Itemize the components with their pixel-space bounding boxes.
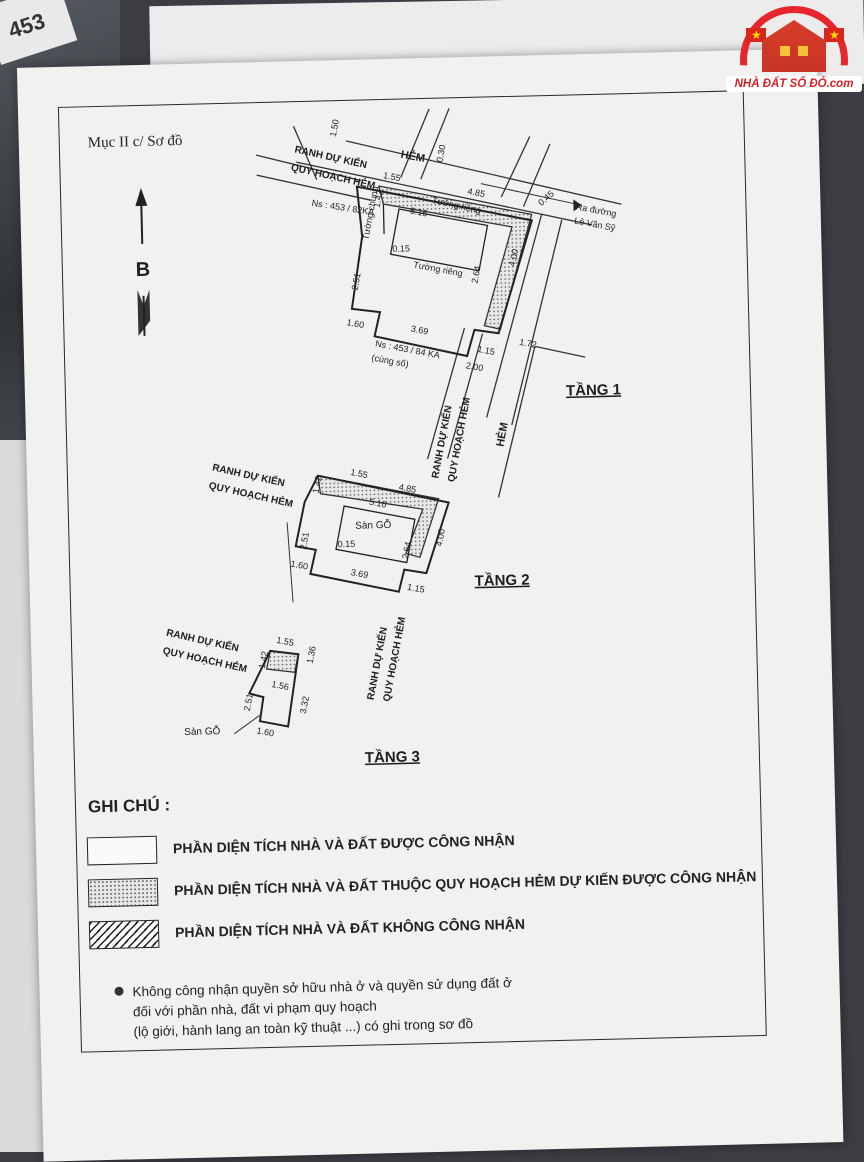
document-page: Mục II c/ Sơ đồ B — [16, 48, 844, 1162]
floor1-dim-top-left: 1.55 — [382, 170, 401, 183]
floor2-dim-bottom-step: 1.15 — [406, 582, 425, 595]
legend-swatch-plain — [86, 835, 158, 866]
floor1-dim-below: 2.00 — [465, 360, 484, 373]
site-plan-drawing: B — [135, 108, 622, 767]
floor1-dim-inner-top: 5.16 — [409, 206, 428, 219]
flag-icon: ★ — [824, 28, 844, 42]
floor1-dim-inner-right: 2.64 — [469, 265, 482, 284]
watermark-logo: ★ ★ NHÀ ĐẤT SỔ ĐỎ.com — [726, 2, 862, 98]
floor1-dim-bottom-mid: 3.69 — [410, 324, 429, 337]
floor2-dim-inner-right: 2.64 — [400, 541, 413, 560]
floor3-dim-top: 1.55 — [276, 635, 295, 648]
background-card-text: 453 — [5, 8, 49, 44]
floor1-dim-bottom-right: 1.72 — [518, 337, 537, 350]
floor3-floor-type: Sàn GỖ — [184, 724, 221, 738]
floor2-dim-left: 2.51 — [298, 531, 311, 550]
note-bullet-icon — [114, 986, 124, 996]
floor1-dim-bottom-left: 1.60 — [346, 317, 365, 330]
floor1-dim-corner: 0.45 — [536, 189, 556, 208]
floor3-label: TẦNG 3 — [365, 748, 420, 766]
floor1-dim-left-top: 1.42 — [372, 189, 385, 208]
floor3-plan — [233, 649, 300, 735]
window-icon — [798, 46, 808, 56]
floor1-dim-top-right: 4.85 — [467, 186, 486, 199]
floor1-road-exit-2: Lê Văn Sỹ — [574, 216, 617, 234]
flag-icon: ★ — [746, 28, 766, 42]
legend-item-not-recognized: PHẦN DIỆN TÍCH NHÀ VÀ ĐẤT KHÔNG CÔNG NHẬ… — [88, 916, 525, 951]
legend-title: GHI CHÚ : — [87, 795, 171, 817]
floor1-dim-left: 2.51 — [350, 272, 363, 291]
floor3-dim-inner: 1.56 — [271, 679, 290, 692]
floor3-dim-left: 2.51 — [242, 693, 255, 712]
floor2-dim-bottom-mid: 3.69 — [350, 567, 369, 580]
floor2-plan — [286, 474, 450, 603]
legend-item-planned: PHẦN DIỆN TÍCH NHÀ VÀ ĐẤT THUỘC QUY HOẠC… — [87, 868, 757, 909]
floor1-dim-right: 4.00 — [507, 248, 520, 267]
floor2-dim-left-top: 1.42 — [311, 475, 324, 494]
legend-note: Không công nhận quyền sở hữu nhà ở và qu… — [132, 969, 693, 1043]
floor1-dim-inner-offset: 0.15 — [392, 243, 410, 253]
floor2-floor-type: Sàn GỖ — [355, 518, 392, 532]
floor2-dim-bottom-left: 1.60 — [290, 559, 309, 572]
floor1-house-no-bottom-note: (cùng số) — [371, 353, 410, 370]
floor2-dim-inner-offset: 0.15 — [338, 539, 356, 549]
legend-label: PHẦN DIỆN TÍCH NHÀ VÀ ĐẤT KHÔNG CÔNG NHẬ… — [174, 915, 526, 941]
floor2-label: TẦNG 2 — [474, 572, 529, 590]
floor1-wall-private-inner: Tường riêng — [413, 259, 464, 278]
floor2-dim-top-right: 4.85 — [398, 482, 417, 495]
floor3-dim-right: 3.32 — [298, 695, 311, 714]
compass-label: B — [135, 259, 150, 281]
legend-swatch-hatched — [88, 919, 160, 950]
window-icon — [780, 46, 790, 56]
floor2-dim-top-left: 1.55 — [350, 467, 369, 480]
floor3-dim-right-top: 1.36 — [305, 645, 318, 664]
document-frame: Mục II c/ Sơ đồ B — [57, 90, 767, 1053]
floor2-dim-inner-top: 5.16 — [368, 497, 387, 510]
watermark-brand: NHÀ ĐẤT SỔ ĐỎ.com — [726, 76, 862, 92]
floor1-plan — [255, 108, 622, 498]
north-arrow-icon — [135, 187, 151, 337]
floor1-dim-bottom-step: 1.15 — [477, 344, 496, 357]
floor1-alley-top-label: HẺM — [400, 148, 426, 165]
floor3-dim-left-top: 1.42 — [257, 650, 270, 669]
floor3-dim-bottom: 1.60 — [256, 725, 275, 738]
legend-item-recognized: PHẦN DIỆN TÍCH NHÀ VÀ ĐẤT ĐƯỢC CÔNG NHẬN — [86, 832, 515, 867]
floor1-label: TẦNG 1 — [566, 381, 621, 399]
floor2-dim-right: 4.00 — [434, 528, 447, 547]
floor1-alley-right-label: HẺM — [494, 421, 511, 447]
floor1-dim-alley-width: 1.50 — [328, 118, 341, 137]
floor1-dim-top-mid: 0.30 — [435, 144, 448, 163]
legend-label: PHẦN DIỆN TÍCH NHÀ VÀ ĐẤT ĐƯỢC CÔNG NHẬN — [172, 832, 515, 857]
legend-label: PHẦN DIỆN TÍCH NHÀ VÀ ĐẤT THUỘC QUY HOẠC… — [173, 868, 757, 899]
legend-swatch-dotted — [87, 877, 159, 908]
